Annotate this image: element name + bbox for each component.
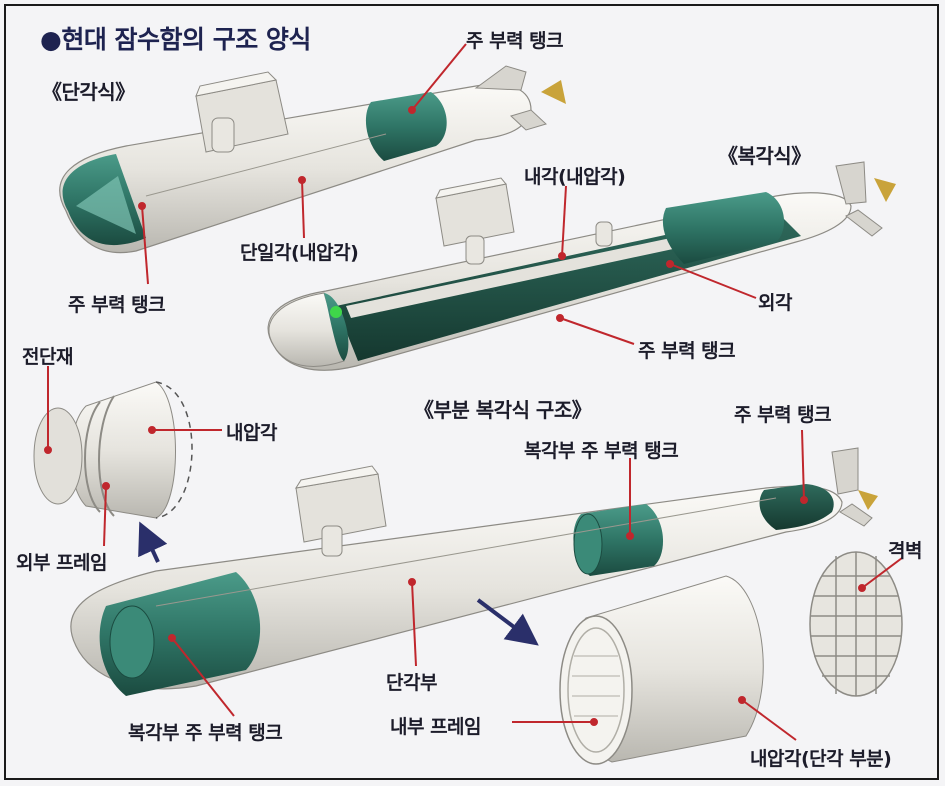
submarine-diagram bbox=[33, 43, 903, 765]
label-partial-ballast-mid: 복각부 주 부력 탱크 bbox=[524, 440, 679, 462]
arrow-down bbox=[476, 598, 539, 646]
label-partial-ballast-rear: 주 부력 탱크 bbox=[734, 404, 832, 426]
label-double-ballast: 주 부력 탱크 bbox=[638, 340, 736, 362]
label-pressure-hull: 내압각 bbox=[226, 422, 277, 444]
label-inner-frame: 내부 프레임 bbox=[390, 716, 482, 738]
single-hull-submarine bbox=[59, 65, 566, 254]
arrow-up bbox=[138, 521, 168, 563]
section-double-hull: 《복각식》 bbox=[718, 144, 811, 168]
leader-lines bbox=[44, 43, 903, 741]
label-single-pressure-hull: 단일각(내압각) bbox=[240, 242, 359, 264]
label-single-ballast-bottom: 주 부력 탱크 bbox=[68, 294, 166, 316]
section-partial-double-hull: 《부분 복각식 구조》 bbox=[414, 398, 592, 422]
partial-double-hull-submarine bbox=[70, 447, 878, 696]
diagram-title: ●현대 잠수함의 구조 양식 bbox=[40, 25, 311, 54]
pressure-hull-cylinder bbox=[559, 575, 764, 765]
label-outer-frame: 외부 프레임 bbox=[16, 552, 108, 574]
double-hull-submarine bbox=[267, 161, 896, 371]
label-partial-ballast-front: 복각부 주 부력 탱크 bbox=[128, 722, 283, 744]
label-bulkhead-ring: 전단재 bbox=[22, 346, 73, 368]
label-pressure-hull-single-part: 내압각(단각 부분) bbox=[750, 748, 892, 770]
diagram-frame: ●현대 잠수함의 구조 양식 《단각식》 《복각식》 《부분 복각식 구조》 주… bbox=[4, 4, 939, 780]
section-detail-left bbox=[33, 381, 193, 519]
label-partial-bulkhead: 격벽 bbox=[888, 540, 922, 562]
section-single-hull: 《단각식》 bbox=[42, 80, 135, 104]
label-double-outer-hull: 외각 bbox=[758, 292, 792, 314]
label-double-inner-hull: 내각(내압각) bbox=[524, 166, 626, 188]
label-single-ballast-top: 주 부력 탱크 bbox=[466, 30, 564, 52]
bulkhead-grid bbox=[809, 551, 903, 697]
label-partial-single-section: 단각부 bbox=[386, 672, 437, 694]
